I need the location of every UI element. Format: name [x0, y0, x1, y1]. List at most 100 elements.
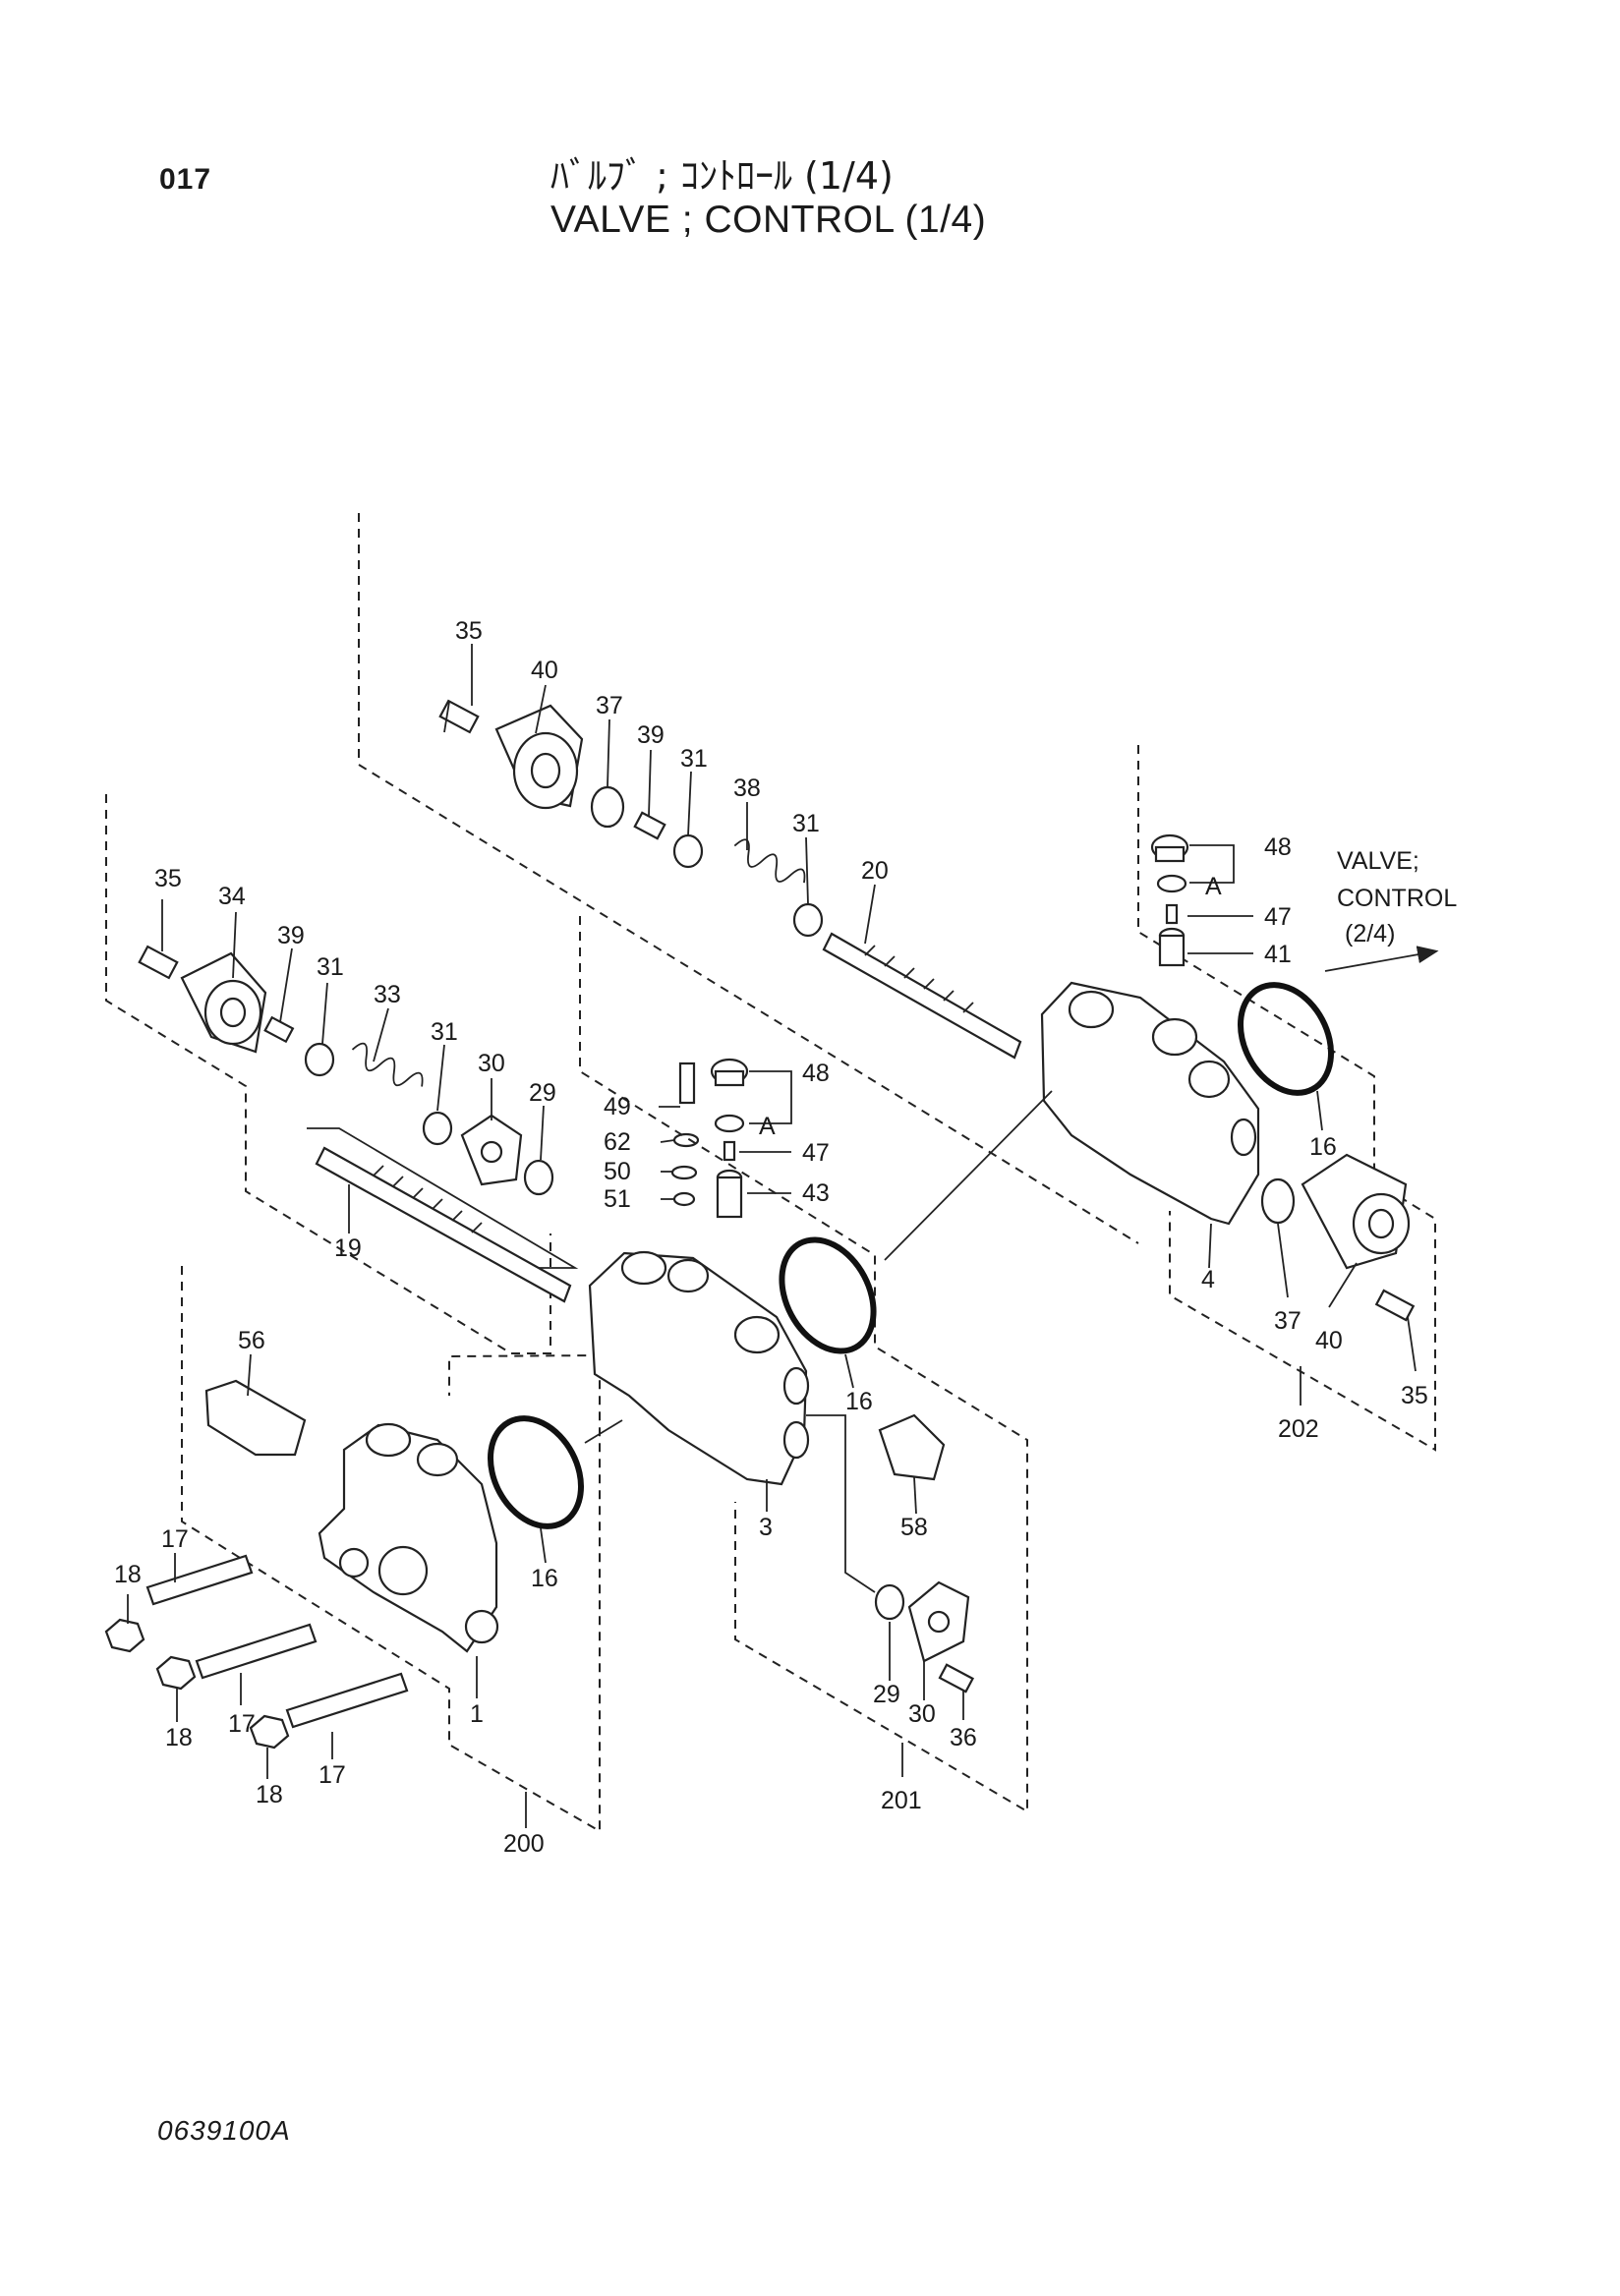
callout-201: 201 — [881, 1787, 922, 1814]
bolt-35-top — [438, 699, 480, 734]
callout-50: 50 — [604, 1158, 631, 1185]
oring-16-top — [1237, 982, 1335, 1096]
callout-30: 30 — [908, 1700, 936, 1728]
oring-16-left — [487, 1415, 585, 1529]
oring-a-mid — [714, 1114, 745, 1133]
title-english: VALVE ; CONTROL (1/4) — [550, 199, 987, 241]
callout-29: 29 — [873, 1681, 900, 1708]
callout-49: 49 — [604, 1093, 631, 1120]
spool-20 — [822, 932, 1022, 1060]
oring-50 — [670, 1165, 698, 1180]
bolt-35-left — [138, 945, 179, 980]
group-boundary-200 — [181, 1266, 601, 1833]
plate-30-left — [460, 1114, 523, 1186]
oring-62 — [672, 1132, 700, 1148]
callout-36: 36 — [950, 1724, 977, 1751]
callout-16: 16 — [531, 1565, 558, 1592]
page-number: 017 — [159, 163, 212, 196]
seat-31-c — [304, 1042, 335, 1077]
callout-43: 43 — [802, 1179, 830, 1207]
stud-17-b — [195, 1623, 318, 1680]
group-boundary-upper — [358, 513, 1139, 1244]
callout-62: 62 — [604, 1128, 631, 1156]
callout-39: 39 — [277, 922, 305, 949]
valve-49 — [678, 1062, 696, 1105]
plug-39-left — [263, 1015, 295, 1044]
callout-17: 17 — [228, 1710, 256, 1738]
sensor-58 — [878, 1413, 946, 1481]
callout-a: A — [759, 1113, 776, 1140]
spool-19-bracket — [307, 1127, 579, 1269]
callout-41: 41 — [1264, 941, 1292, 968]
callout-19: 19 — [334, 1234, 362, 1262]
nut-18-c — [249, 1714, 290, 1750]
group-boundary-201 — [579, 916, 1028, 1813]
callout-a: A — [1205, 873, 1222, 900]
callout-30: 30 — [478, 1050, 505, 1077]
callout-18: 18 — [114, 1561, 142, 1588]
callout-39: 39 — [637, 721, 665, 749]
plug-48-top — [1150, 833, 1189, 863]
oring-51 — [672, 1191, 696, 1207]
spring-33 — [351, 1042, 424, 1087]
plate-30-mid — [907, 1580, 970, 1663]
callout-18: 18 — [256, 1781, 283, 1808]
callout-3: 3 — [759, 1514, 773, 1541]
oring-16-mid — [779, 1236, 877, 1354]
oring-37-right — [1260, 1177, 1296, 1225]
relief-valve-56 — [204, 1379, 307, 1457]
spring-38 — [733, 838, 806, 884]
seal-29-mid — [874, 1583, 905, 1621]
callout-31: 31 — [680, 745, 708, 773]
plug-39-top — [633, 811, 666, 840]
callout-16: 16 — [845, 1388, 873, 1415]
callout-47: 47 — [1264, 903, 1292, 931]
group-boundary-202 — [1137, 745, 1436, 1452]
callout-35: 35 — [154, 865, 182, 892]
leader-lines — [127, 644, 1439, 1828]
callout-48: 48 — [802, 1060, 830, 1087]
seal-29-left — [523, 1159, 554, 1196]
reference-line-1: VALVE; — [1337, 847, 1419, 875]
callout-51: 51 — [604, 1185, 631, 1213]
callout-48: 48 — [1264, 833, 1292, 861]
seat-31-a — [672, 833, 704, 869]
callout-31: 31 — [431, 1018, 458, 1046]
spring-47-top — [1165, 903, 1179, 925]
spool-19 — [315, 1146, 572, 1303]
nut-18-a — [104, 1618, 145, 1653]
callout-47: 47 — [802, 1139, 830, 1167]
callout-labels: 35 40 37 39 31 38 31 20 48 A 47 41 16 4 … — [114, 617, 1457, 1858]
stud-17-c — [285, 1672, 409, 1729]
callout-1: 1 — [470, 1700, 484, 1728]
callout-20: 20 — [861, 857, 889, 885]
plug-48-mid — [710, 1058, 749, 1087]
callout-202: 202 — [1278, 1415, 1319, 1443]
callout-29: 29 — [529, 1079, 556, 1107]
callout-200: 200 — [503, 1830, 545, 1858]
valve-section-3 — [588, 1250, 810, 1486]
callout-35: 35 — [455, 617, 483, 645]
spring-47-mid — [723, 1140, 736, 1162]
cap-40-right — [1301, 1153, 1411, 1270]
callout-34: 34 — [218, 883, 246, 910]
plug-41 — [1158, 927, 1186, 967]
reference-line-3: (2/4) — [1345, 920, 1395, 947]
callout-18: 18 — [165, 1724, 193, 1751]
callout-31: 31 — [792, 810, 820, 837]
callout-17: 17 — [161, 1525, 189, 1553]
callout-17: 17 — [318, 1761, 346, 1789]
seat-31-d — [422, 1111, 453, 1146]
callout-56: 56 — [238, 1327, 265, 1354]
bolt-36 — [938, 1663, 975, 1693]
stud-17-a — [145, 1554, 254, 1606]
callout-33: 33 — [374, 981, 401, 1008]
oring-37-top — [590, 785, 625, 829]
plug-43 — [716, 1169, 743, 1219]
reference-line-2: CONTROL — [1337, 885, 1457, 912]
title-japanese: ﾊﾞﾙﾌﾞ ; ｺﾝﾄﾛｰﾙ (1/4) — [550, 154, 894, 198]
drawing-number: 0639100A — [157, 2115, 291, 2146]
callout-40: 40 — [531, 657, 558, 684]
cap-40-top — [494, 704, 584, 810]
callout-37: 37 — [596, 692, 623, 719]
